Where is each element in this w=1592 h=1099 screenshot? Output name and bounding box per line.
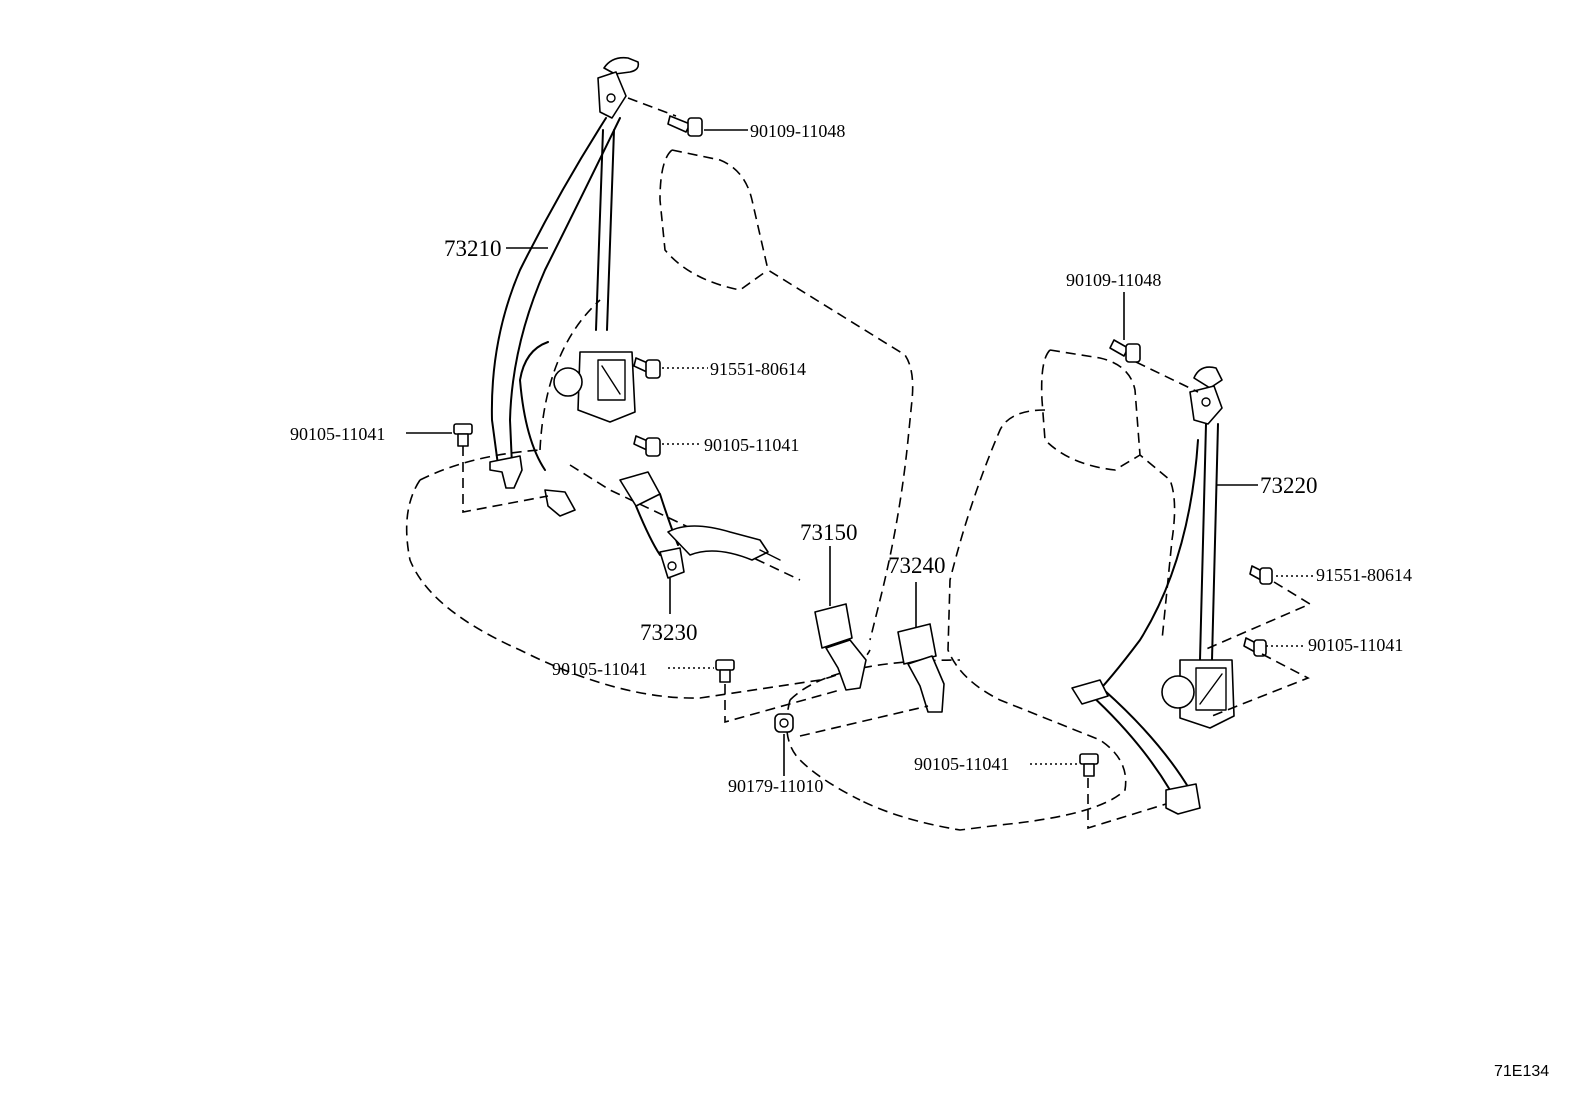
callout-belt-front-right: 73220 — [1260, 473, 1318, 498]
figure-code: 71E134 — [1494, 1063, 1549, 1080]
callout-retractor-bolt-left: 91551-80614 — [710, 359, 806, 379]
callout-anchor-bolt-left-outer: 90105-11041 — [290, 424, 385, 444]
bolt-icon-anchor-left-outer — [453, 423, 473, 447]
callout-nut-center: 90179-11010 — [728, 776, 823, 796]
callout-bolt-top-right: 90109-11048 — [1066, 270, 1161, 290]
callout-belt-front-left: 73210 — [444, 236, 502, 261]
nut-icon-center — [774, 713, 794, 733]
install-reference-lines — [462, 97, 1312, 830]
callout-bolt-top-left: 90109-11048 — [750, 121, 845, 141]
left-inner-buckle-assembly — [619, 471, 781, 579]
bolt-icon-anchor-right-lower — [1079, 753, 1099, 777]
callout-retractor-bolt-right: 91551-80614 — [1316, 565, 1412, 585]
callout-anchor-bolt-right-lower: 90105-11041 — [914, 754, 1009, 774]
left-seat-belt-assembly — [489, 56, 640, 517]
bolt-icon-anchor-center — [715, 659, 735, 683]
bolt-icon-anchor-left-inner — [633, 435, 661, 457]
callout-buckle-center-b: 73240 — [888, 553, 946, 578]
callout-anchor-bolt-right-upper: 90105-11041 — [1308, 635, 1403, 655]
center-buckle-73240 — [897, 623, 945, 713]
bolt-icon-anchor-right-upper — [1243, 637, 1267, 657]
center-buckle-73150 — [814, 603, 867, 691]
callout-labels: 90109-11048 73210 91551-80614 90105-1104… — [290, 121, 1412, 796]
bolt-icon-retractor-right — [1249, 565, 1273, 585]
bolt-icon-retractor-left — [633, 357, 661, 379]
bolt-icon-top-right — [1109, 339, 1141, 363]
callout-anchor-bolt-center: 90105-11041 — [552, 659, 647, 679]
bolt-icon-top-left — [667, 115, 703, 137]
callout-buckle-center-a: 73150 — [800, 520, 858, 545]
callout-buckle-left: 73230 — [640, 620, 698, 645]
leader-lines — [406, 129, 1314, 776]
right-seat-belt-assembly — [1071, 366, 1235, 815]
callout-anchor-bolt-left-inner: 90105-11041 — [704, 435, 799, 455]
